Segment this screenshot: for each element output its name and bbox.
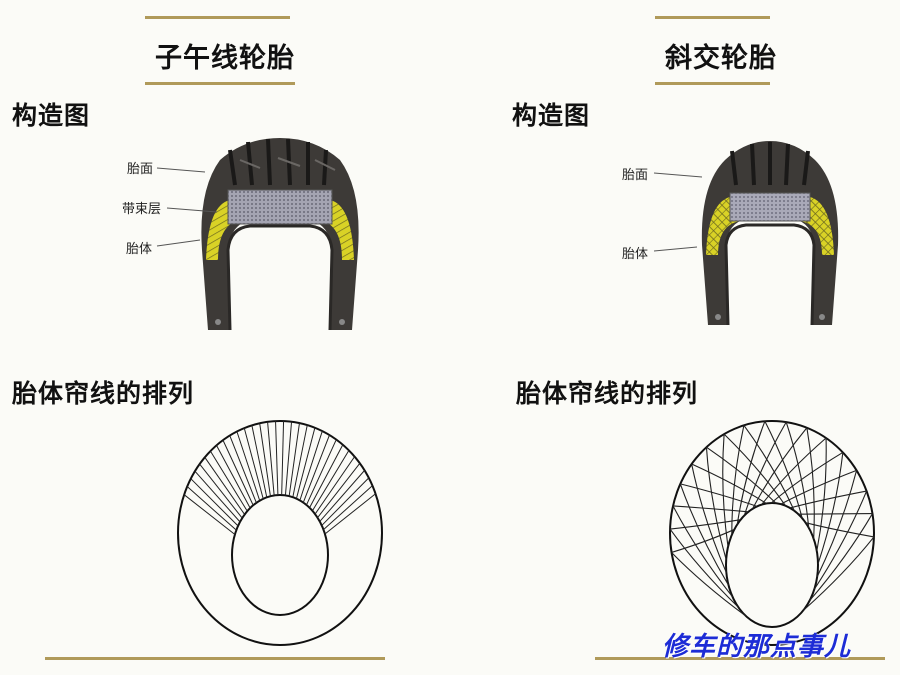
bias-callout-lines	[653, 172, 703, 252]
radial-cord-line	[321, 477, 370, 526]
radial-cord-line	[222, 439, 254, 506]
bias-cord-line	[752, 427, 808, 510]
bias-cord-line	[679, 483, 729, 586]
bias-cord-line	[780, 469, 857, 505]
radial-cord-line	[251, 425, 268, 498]
bias-cord-line	[816, 470, 858, 578]
bias-cord-line	[785, 421, 810, 528]
bias-tire-title: 斜交轮胎	[665, 43, 777, 74]
bias-cord-line	[736, 421, 766, 525]
radial-cord-line	[292, 424, 308, 498]
radial-cord-line	[317, 462, 361, 518]
bottom-rule-left	[45, 657, 385, 660]
radial-cord-line	[302, 434, 330, 503]
bias-cord-line	[803, 536, 875, 611]
radial-cord-line	[324, 493, 376, 535]
top-rule-right	[655, 16, 770, 19]
radial-cord-line	[309, 444, 344, 508]
radial-cord-line	[306, 439, 337, 506]
bias-cord-line	[672, 505, 734, 598]
bias-cord-line	[669, 519, 741, 530]
bias-cord-line	[706, 446, 777, 504]
bias-cord-line	[669, 528, 739, 608]
radial-callout-lines	[156, 167, 218, 247]
bias-cord-line	[806, 427, 815, 539]
radial-cord-line	[323, 485, 373, 531]
radial-cord-line	[288, 422, 300, 497]
bias-cord-line	[789, 490, 867, 509]
bias-cord-diagram	[669, 420, 875, 646]
bias-cord-line	[731, 425, 745, 535]
radial-cord-line	[186, 486, 237, 531]
bias-cord-heading: 胎体帘线的排列	[516, 379, 699, 408]
watermark-text: 修车的那点事儿	[662, 632, 852, 662]
bias-cord-line	[813, 490, 868, 590]
title-underline-right	[655, 82, 770, 85]
label-carcass: 胎体	[126, 242, 153, 257]
bias-cord-line	[761, 437, 827, 505]
title-underline-left	[145, 82, 295, 85]
bias-tire-cross-section	[701, 141, 839, 326]
radial-structure-heading: 构造图	[12, 101, 91, 130]
label-belt: 带束层	[122, 202, 162, 217]
bias-cord-line	[680, 483, 758, 507]
radial-cord-diagram	[177, 420, 383, 646]
radial-cord-line	[229, 435, 257, 503]
radial-cord-line	[199, 463, 243, 519]
bias-cord-line	[798, 513, 873, 515]
bias-cord-line	[672, 505, 749, 513]
radial-cord-line	[299, 430, 323, 501]
bias-structure-heading: 构造图	[512, 101, 591, 130]
bias-cord-line	[671, 528, 735, 553]
bias-cord-line	[743, 421, 787, 516]
radial-cord-line	[204, 457, 246, 515]
top-rule-left	[145, 16, 290, 19]
bias-cord-line	[691, 463, 767, 504]
bias-cord-line	[723, 433, 786, 507]
bias-cord-line	[770, 451, 844, 504]
radial-cord-line	[319, 470, 365, 522]
radial-cord-heading: 胎体帘线的排列	[12, 379, 195, 408]
bias-cord-line	[764, 421, 803, 519]
radial-cord-line	[295, 427, 316, 499]
bias-cord-line	[816, 438, 827, 552]
radial-cord-line	[275, 421, 279, 496]
radial-cord-line	[210, 450, 248, 512]
radial-cord-line	[259, 423, 271, 497]
bias-label-carcass: 胎体	[622, 247, 649, 262]
bias-cord-line	[809, 513, 873, 601]
radial-cord-line	[194, 470, 241, 523]
radial-cord-line	[281, 421, 285, 496]
bias-cord-line	[691, 463, 727, 573]
radial-cord-line	[183, 494, 236, 535]
bottom-rule-right	[595, 657, 885, 660]
radial-cord-line	[267, 421, 275, 496]
radial-cord-line	[243, 427, 264, 499]
radial-cord-line	[284, 421, 293, 496]
radial-cord-line	[216, 445, 251, 509]
radial-cord-line	[190, 478, 239, 527]
radial-tire-cross-section	[201, 138, 359, 331]
radial-cord-line	[312, 450, 350, 512]
bias-cord-line	[817, 452, 844, 565]
label-tread: 胎面	[127, 162, 154, 177]
radial-cord-line	[236, 431, 261, 501]
bias-cord-line	[705, 447, 727, 560]
radial-cord-line	[314, 456, 356, 515]
bias-cord-line	[722, 434, 729, 547]
radial-tire-title: 子午线轮胎	[155, 43, 295, 74]
bias-cord-line	[805, 522, 875, 538]
bias-label-tread: 胎面	[622, 168, 649, 183]
bias-cord-line	[743, 425, 795, 511]
bias-cord-line	[671, 552, 746, 617]
